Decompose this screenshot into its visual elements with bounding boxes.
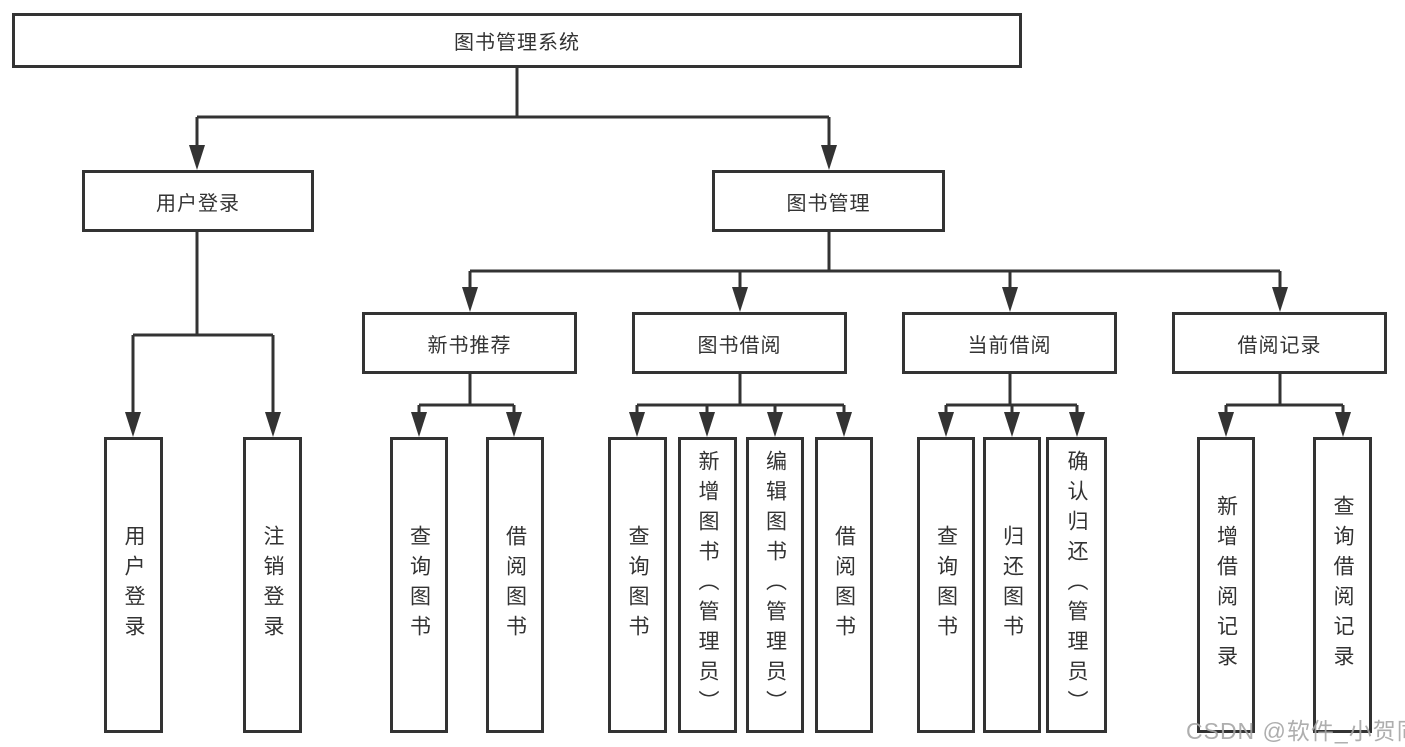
leaf-user-login-label: 用户登录 <box>122 525 145 645</box>
leaf-logout-login: 注销登录 <box>243 437 302 733</box>
leaf-add-borrow-record: 新增借阅记录 <box>1197 437 1255 733</box>
node-book-management: 图书管理 <box>712 170 945 232</box>
node-user-login: 用户登录 <box>82 170 314 232</box>
leaf-query-books-1: 查询图书 <box>390 437 448 733</box>
node-book-borrowing-label: 图书借阅 <box>697 334 782 357</box>
leaf-query-books-3-label: 查询图书 <box>934 525 958 645</box>
leaf-query-borrow-record: 查询借阅记录 <box>1313 437 1372 733</box>
node-library-management-system: 图书管理系统 <box>12 13 1022 68</box>
node-borrowing-records: 借阅记录 <box>1172 312 1387 374</box>
leaf-confirm-return-admin-label: 确认归还（管理员） <box>1065 450 1088 720</box>
node-book-borrowing: 图书借阅 <box>632 312 847 374</box>
leaf-edit-book-admin-label: 编辑图书（管理员） <box>763 450 787 720</box>
leaf-borrow-books-1-label: 借阅图书 <box>503 525 527 645</box>
leaf-return-book: 归还图书 <box>983 437 1041 733</box>
node-library-management-system-label: 图书管理系统 <box>454 32 580 54</box>
leaf-add-book-admin-label: 新增图书（管理员） <box>696 450 719 720</box>
node-book-management-label: 图书管理 <box>786 192 871 215</box>
leaf-add-book-admin: 新增图书（管理员） <box>678 437 737 733</box>
leaf-query-books-3: 查询图书 <box>917 437 975 733</box>
leaf-borrow-books-2-label: 借阅图书 <box>832 525 856 645</box>
leaf-return-book-label: 归还图书 <box>1000 525 1024 645</box>
leaf-query-books-2-label: 查询图书 <box>626 525 649 645</box>
node-borrowing-records-label: 借阅记录 <box>1237 334 1322 357</box>
leaf-borrow-books-2: 借阅图书 <box>815 437 873 733</box>
leaf-add-borrow-record-label: 新增借阅记录 <box>1214 495 1238 675</box>
node-current-borrowing: 当前借阅 <box>902 312 1117 374</box>
leaf-borrow-books-1: 借阅图书 <box>486 437 544 733</box>
csdn-watermark: CSDN @软件_小贺同学 <box>1186 718 1405 744</box>
leaf-confirm-return-admin: 确认归还（管理员） <box>1046 437 1107 733</box>
leaf-edit-book-admin: 编辑图书（管理员） <box>746 437 804 733</box>
leaf-query-books-2: 查询图书 <box>608 437 667 733</box>
leaf-query-borrow-record-label: 查询借阅记录 <box>1331 495 1354 675</box>
node-new-book-recommend-label: 新书推荐 <box>427 334 512 357</box>
leaf-logout-login-label: 注销登录 <box>261 525 284 645</box>
leaf-user-login: 用户登录 <box>104 437 163 733</box>
node-user-login-label: 用户登录 <box>156 192 240 215</box>
leaf-query-books-1-label: 查询图书 <box>407 525 431 645</box>
node-current-borrowing-label: 当前借阅 <box>967 334 1052 357</box>
node-new-book-recommend: 新书推荐 <box>362 312 577 374</box>
